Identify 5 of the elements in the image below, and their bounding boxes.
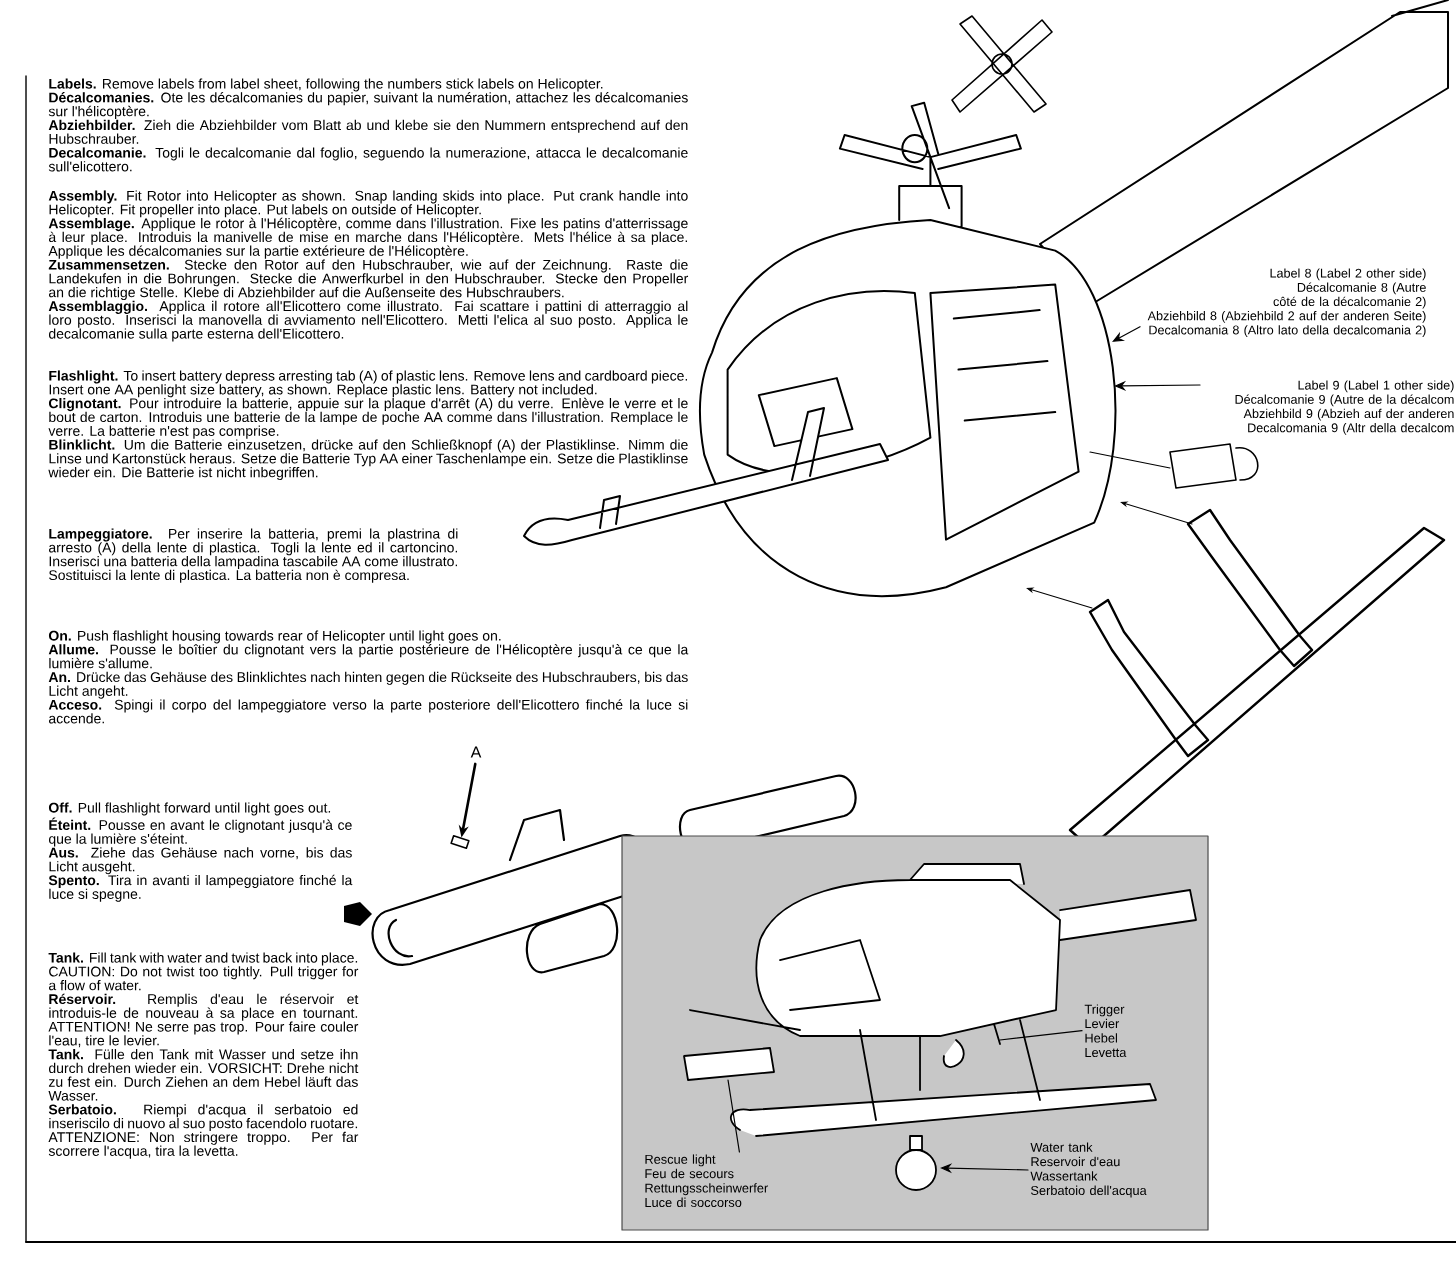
letter-label: A (470, 746, 482, 758)
arrow (1112, 326, 1141, 342)
leader-line (999, 1030, 1083, 1041)
leader-line (727, 1079, 740, 1153)
tab-drawing (450, 834, 470, 850)
